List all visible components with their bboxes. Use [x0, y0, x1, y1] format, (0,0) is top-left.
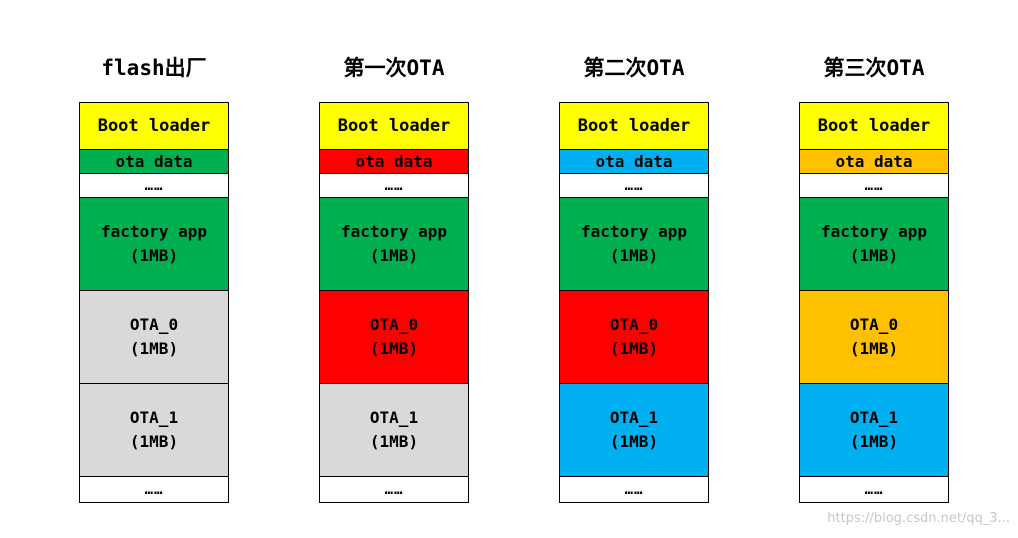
column-title: 第一次OTA [343, 56, 445, 80]
partition-block-ellipsis: …… [800, 477, 948, 502]
partition-block-ota-data: ota data [320, 150, 468, 174]
partition-label: OTA_1 [129, 408, 179, 427]
partition-block-ota-data: ota data [560, 150, 708, 174]
partition-block-ota-1: OTA_1 (1MB) [800, 384, 948, 477]
partition-block-boot-loader: Boot loader [80, 103, 228, 150]
partition-size: (1MB) [129, 246, 179, 265]
partition-size: (1MB) [849, 246, 899, 265]
partition-block-ota-0: OTA_0 (1MB) [560, 291, 708, 384]
partition-block-ellipsis: …… [80, 477, 228, 502]
partition-block-ota-0: OTA_0 (1MB) [800, 291, 948, 384]
partition-block-ota-1: OTA_1 (1MB) [320, 384, 468, 477]
column-title: flash出厂 [101, 56, 207, 80]
partition-label: …… [384, 481, 404, 498]
partition-block-ellipsis: …… [320, 477, 468, 502]
partition-label: OTA_1 [849, 408, 899, 427]
partition-size: (1MB) [609, 246, 659, 265]
partition-label: OTA_1 [609, 408, 659, 427]
partition-label: OTA_0 [849, 315, 899, 334]
partition-block-boot-loader: Boot loader [800, 103, 948, 150]
partition-block-boot-loader: Boot loader [560, 103, 708, 150]
partition-size: (1MB) [369, 432, 419, 451]
partition-label: ota data [835, 151, 913, 171]
partition-size: (1MB) [129, 339, 179, 358]
partition-label: ota data [595, 151, 673, 171]
partition-label: OTA_0 [129, 315, 179, 334]
partition-label: OTA_0 [369, 315, 419, 334]
partition-label: factory app [821, 222, 927, 241]
partition-label: Boot loader [337, 116, 451, 136]
partition-block-ellipsis: …… [800, 174, 948, 198]
partition-label: OTA_1 [369, 408, 419, 427]
partition-label: …… [624, 177, 644, 194]
partition-size: (1MB) [609, 339, 659, 358]
partition-size: (1MB) [369, 339, 419, 358]
partition-label: …… [384, 177, 404, 194]
partition-label: …… [864, 481, 884, 498]
partition-label: factory app [341, 222, 447, 241]
partition-block-ellipsis: …… [320, 174, 468, 198]
partition-size: (1MB) [849, 432, 899, 451]
partition-block-ota-0: OTA_0 (1MB) [80, 291, 228, 384]
watermark: https://blog.csdn.net/qq_3... [827, 511, 1010, 526]
partition-block-ota-data: ota data [800, 150, 948, 174]
column-title: 第二次OTA [583, 56, 685, 80]
partition-block-ota-data: ota data [80, 150, 228, 174]
partition-block-factory-app: factory app (1MB) [80, 198, 228, 291]
partition-label: …… [144, 481, 164, 498]
partition-size: (1MB) [129, 432, 179, 451]
partition-block-ellipsis: …… [560, 477, 708, 502]
partition-label: factory app [101, 222, 207, 241]
partition-label: Boot loader [577, 116, 691, 136]
partition-label: ota data [115, 151, 193, 171]
partition-label: Boot loader [97, 116, 211, 136]
partition-block-ellipsis: …… [560, 174, 708, 198]
partition-size: (1MB) [849, 339, 899, 358]
partition-block-boot-loader: Boot loader [320, 103, 468, 150]
partition-label: OTA_0 [609, 315, 659, 334]
partition-label: ota data [355, 151, 433, 171]
partition-block-ota-1: OTA_1 (1MB) [560, 384, 708, 477]
partition-label: …… [864, 177, 884, 194]
partition-label: …… [144, 177, 164, 194]
partition-label: factory app [581, 222, 687, 241]
partition-size: (1MB) [609, 432, 659, 451]
partition-size: (1MB) [369, 246, 419, 265]
partition-block-ellipsis: …… [80, 174, 228, 198]
partition-block-ota-0: OTA_0 (1MB) [320, 291, 468, 384]
partition-block-factory-app: factory app (1MB) [560, 198, 708, 291]
partition-block-factory-app: factory app (1MB) [800, 198, 948, 291]
partition-label: Boot loader [817, 116, 931, 136]
partition-block-ota-1: OTA_1 (1MB) [80, 384, 228, 477]
column-title: 第三次OTA [823, 56, 925, 80]
partition-block-factory-app: factory app (1MB) [320, 198, 468, 291]
partition-label: …… [624, 481, 644, 498]
